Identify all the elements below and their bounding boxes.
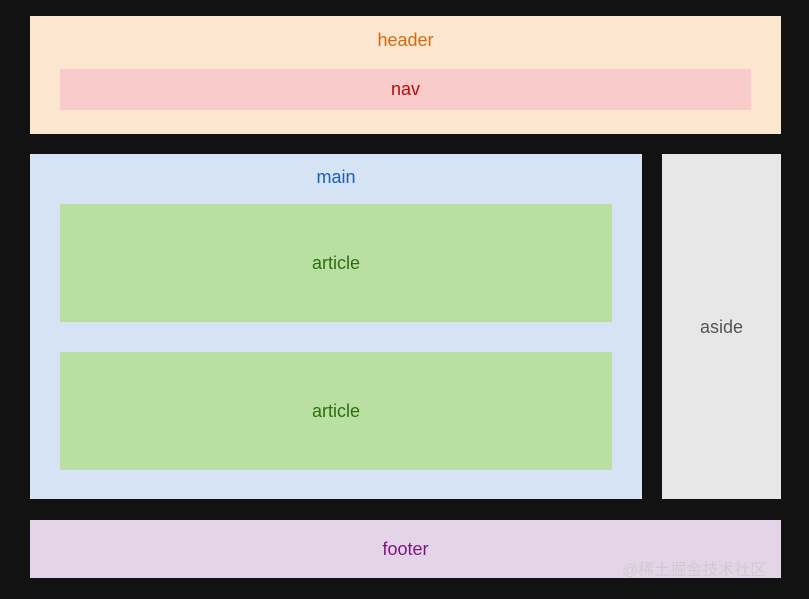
nav-label: nav (390, 79, 421, 99)
main-label: main (316, 167, 356, 187)
watermark: @稀土掘金技术社区 (622, 562, 767, 579)
aside-label: aside (699, 317, 744, 337)
header-label: header (377, 30, 434, 50)
article-label-1: article (311, 253, 360, 273)
nav-block: nav (60, 69, 751, 110)
footer-block: footer (30, 520, 781, 578)
footer-label: footer (382, 539, 429, 559)
article-label-2: article (311, 401, 360, 421)
aside-block: aside (662, 154, 781, 499)
article-block-2: article (60, 352, 612, 470)
article-block-1: article (60, 204, 612, 322)
